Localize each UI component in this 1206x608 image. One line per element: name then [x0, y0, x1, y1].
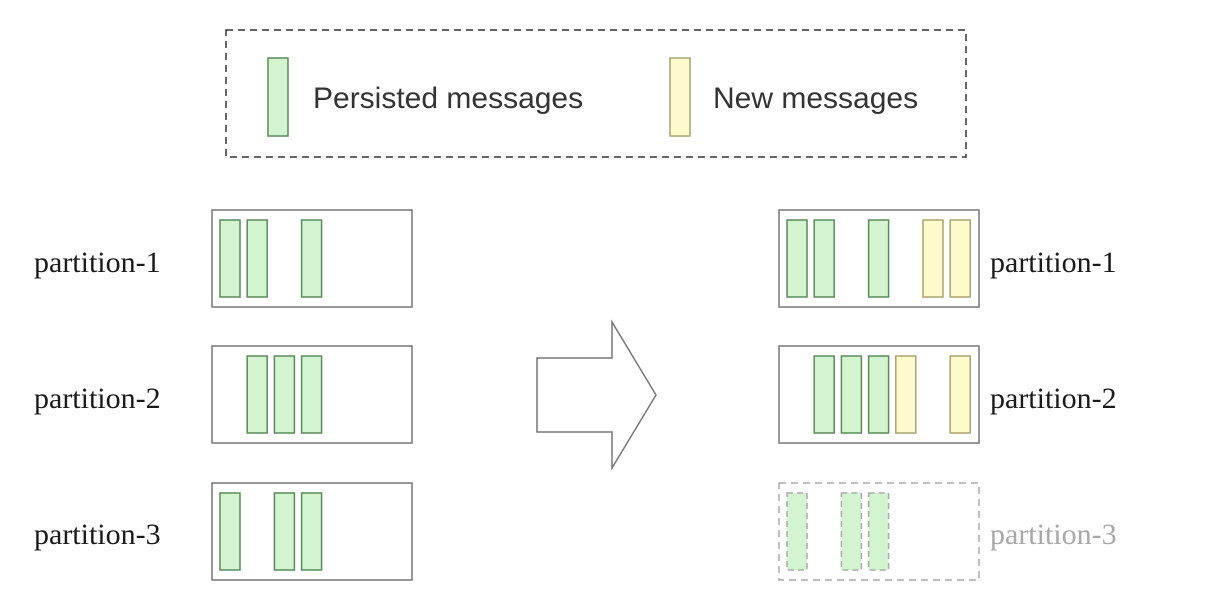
before-partition-1-persisted-message-3	[300, 219, 323, 298]
before-partition-3-persisted-message-1	[219, 492, 241, 571]
after-partition-2-persisted-message-2	[840, 355, 863, 434]
after-partition-3-label: partition-3	[990, 518, 1117, 551]
before-partition-2-persisted-message-3	[300, 355, 323, 434]
after-partition-1-persisted-message-3	[867, 219, 890, 298]
before-partition-3-label: partition-3	[34, 518, 161, 551]
before-partition-3-persisted-message-2	[273, 492, 296, 571]
after-partition-3-persisted-message-1	[786, 492, 808, 571]
after-partitions: partition-1 partition-2 partition-3	[778, 209, 1117, 581]
transition-arrow-icon	[536, 319, 657, 471]
before-partition-2-persisted-message-2	[273, 355, 296, 434]
before-partition-2-persisted-message-1	[246, 355, 268, 434]
after-partition-1-label: partition-1	[990, 246, 1117, 279]
after-partition-1-new-message-1	[922, 219, 944, 298]
after-partition-2-persisted-message-3	[867, 355, 890, 434]
legend-persisted-swatch	[267, 57, 289, 137]
before-partition-1-persisted-message-1	[219, 219, 241, 298]
after-partition-1-persisted-message-1	[786, 219, 808, 298]
legend: Persisted messages New messages	[225, 29, 967, 158]
after-partition-2-persisted-message-1	[813, 355, 835, 434]
before-partition-1-persisted-message-2	[246, 219, 268, 298]
after-partition-2-label: partition-2	[990, 382, 1117, 415]
before-partition-2-label: partition-2	[34, 382, 161, 415]
legend-border	[225, 29, 967, 158]
before-partitions: partition-1 partition-2 partition-3	[34, 209, 413, 581]
before-partition-1-label: partition-1	[34, 246, 161, 279]
legend-new-swatch	[669, 57, 691, 137]
after-partition-3-persisted-message-2	[840, 492, 863, 571]
before-partition-3-persisted-message-3	[300, 492, 323, 571]
after-partition-3-persisted-message-3	[867, 492, 890, 571]
after-partition-2-new-message-2	[949, 355, 971, 434]
after-partition-1-persisted-message-2	[813, 219, 835, 298]
legend-persisted-label: Persisted messages	[313, 82, 583, 115]
after-partition-2-new-message-1	[895, 355, 917, 434]
after-partition-1-new-message-2	[949, 219, 971, 298]
legend-new-label: New messages	[713, 82, 918, 115]
